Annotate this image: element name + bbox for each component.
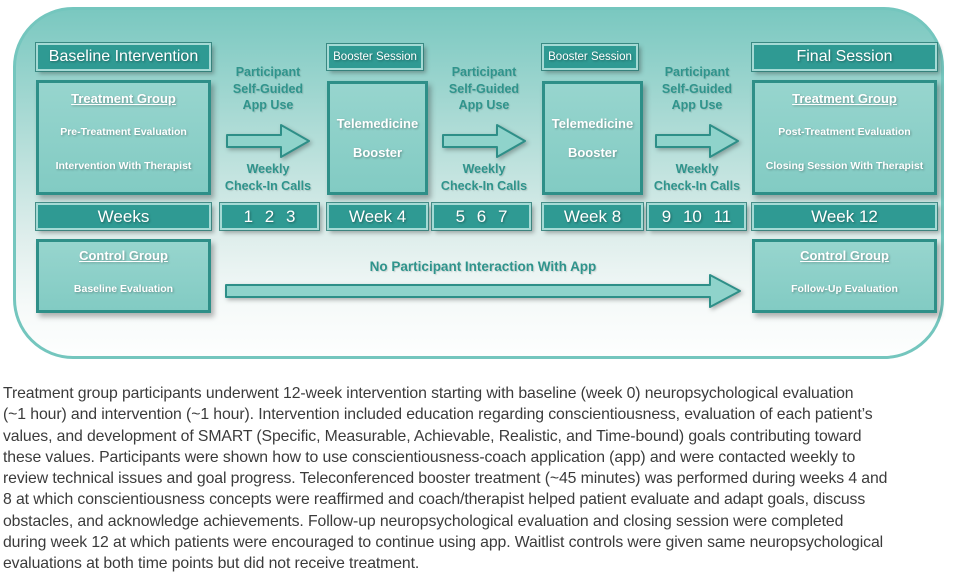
weekly-calls-label-1: Weekly Check-In Calls: [213, 161, 323, 194]
app-use-label-1-line1: Participant: [235, 65, 301, 79]
app-use-label-3-line1: Participant: [664, 65, 730, 79]
weekly-calls-label-3: Weekly Check-In Calls: [642, 161, 752, 194]
app-use-label-3: Participant Self-Guided App Use: [642, 64, 752, 114]
header-baseline-intervention: Baseline Intervention: [36, 43, 211, 71]
arrow-right-icon: [442, 124, 526, 158]
treatment-group-right-title: Treatment Group: [792, 91, 897, 106]
header-final-session: Final Session: [752, 43, 937, 71]
header-booster-session-2-label: Booster Session: [548, 51, 632, 63]
arrow-right-icon: [226, 124, 310, 158]
arrow-right-icon: [225, 274, 741, 308]
caption-line: these values. Participants were shown ho…: [3, 448, 856, 466]
weekly-calls-label-2-line1: Weekly: [462, 162, 506, 176]
weeks-9-10-11-label: 9 10 11: [661, 206, 732, 226]
telemedicine-2-line2: Booster: [567, 145, 618, 160]
app-use-label-1: Participant Self-Guided App Use: [213, 64, 323, 114]
figure-caption: Treatment group participants underwent 1…: [3, 383, 953, 572]
header-baseline-intervention-label: Baseline Intervention: [48, 48, 199, 65]
weeks-header-cell: Weeks: [36, 203, 211, 230]
treatment-group-left-line1: Pre-Treatment Evaluation: [60, 126, 187, 138]
caption-line: values, and development of SMART (Specif…: [3, 427, 862, 445]
app-use-label-3-line3: App Use: [671, 98, 723, 112]
app-use-label-2-line3: App Use: [458, 98, 510, 112]
caption-line: evaluations at both time points but did …: [3, 555, 420, 572]
treatment-group-right-line1: Post-Treatment Evaluation: [778, 126, 911, 138]
treatment-group-right-box: Treatment Group Post-Treatment Evaluatio…: [752, 80, 937, 195]
telemedicine-booster-box-2: Telemedicine Booster: [542, 81, 643, 195]
control-group-right-line1: Follow-Up Evaluation: [791, 283, 898, 295]
control-group-left-title: Control Group: [79, 248, 168, 263]
weekly-calls-label-1-line2: Check-In Calls: [224, 178, 312, 193]
control-group-right-box: Control Group Follow-Up Evaluation: [752, 239, 937, 313]
week-12-label: Week 12: [811, 206, 878, 226]
app-use-label-1-line3: App Use: [242, 98, 294, 112]
weekly-calls-label-2-line2: Check-In Calls: [440, 178, 528, 193]
week-8-cell: Week 8: [542, 203, 643, 230]
app-use-label-2: Participant Self-Guided App Use: [429, 64, 539, 114]
arrow-right-icon: [655, 124, 739, 158]
weeks-header-label: Weeks: [97, 206, 150, 226]
caption-line: obstacles, and acknowledge achievements.…: [3, 512, 844, 530]
weeks-1-2-3-cell: 1 2 3: [220, 203, 319, 230]
caption-line: (~1 hour) and intervention (~1 hour). In…: [3, 406, 873, 424]
week-8-label: Week 8: [563, 206, 622, 226]
weeks-5-6-7-label: 5 6 7: [455, 206, 508, 226]
caption-line: during week 12 at which patients were en…: [3, 534, 884, 552]
caption-line: 8 at which conscientiousness concepts we…: [3, 491, 866, 509]
control-group-left-box: Control Group Baseline Evaluation: [36, 239, 211, 313]
caption-line: review technical issues and goal progres…: [3, 470, 888, 488]
telemedicine-1-line2: Booster: [352, 145, 403, 160]
header-final-session-label: Final Session: [796, 48, 893, 65]
control-group-right-title: Control Group: [800, 248, 889, 263]
treatment-group-left-line2: Intervention With Therapist: [55, 160, 192, 172]
weeks-9-10-11-cell: 9 10 11: [647, 203, 746, 230]
header-booster-session-1: Booster Session: [327, 44, 423, 70]
header-booster-session-1-label: Booster Session: [333, 51, 417, 63]
week-12-cell: Week 12: [752, 203, 937, 230]
weekly-calls-label-3-line1: Weekly: [675, 162, 719, 176]
weeks-5-6-7-cell: 5 6 7: [432, 203, 531, 230]
control-group-left-line1: Baseline Evaluation: [73, 283, 174, 295]
no-interaction-label: No Participant Interaction With App: [369, 259, 597, 274]
week-4-cell: Week 4: [327, 203, 428, 230]
header-booster-session-2: Booster Session: [542, 44, 638, 70]
weekly-calls-label-2: Weekly Check-In Calls: [429, 161, 539, 194]
weeks-1-2-3-label: 1 2 3: [243, 206, 296, 226]
treatment-group-right-line2: Closing Session With Therapist: [765, 160, 924, 172]
weekly-calls-label-1-line1: Weekly: [246, 162, 290, 176]
weekly-calls-label-3-line2: Check-In Calls: [653, 178, 741, 193]
app-use-label-3-line2: Self-Guided: [661, 81, 733, 96]
telemedicine-2-line1: Telemedicine: [551, 116, 634, 131]
telemedicine-1-line1: Telemedicine: [336, 116, 419, 131]
treatment-group-left-box: Treatment Group Pre-Treatment Evaluation…: [36, 80, 211, 195]
app-use-label-1-line2: Self-Guided: [232, 81, 304, 96]
week-4-label: Week 4: [348, 206, 407, 226]
caption-line: Treatment group participants underwent 1…: [3, 385, 854, 402]
treatment-group-left-title: Treatment Group: [71, 91, 176, 106]
telemedicine-booster-box-1: Telemedicine Booster: [327, 81, 428, 195]
app-use-label-2-line2: Self-Guided: [448, 81, 520, 96]
app-use-label-2-line1: Participant: [451, 65, 517, 79]
